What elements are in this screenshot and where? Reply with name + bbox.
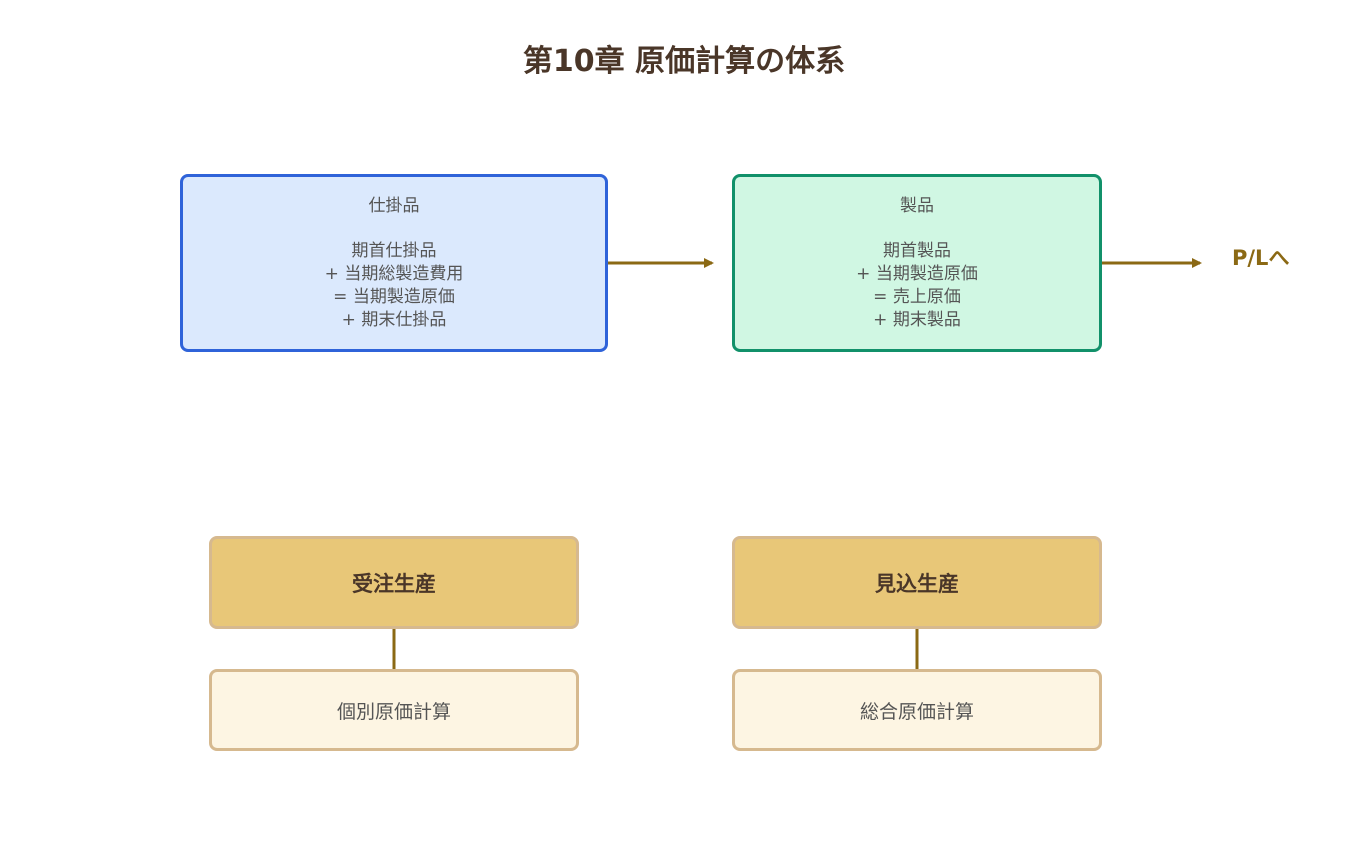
product-box: 製品 期首製品 + 当期製造原価 = 売上原価 + 期末製品 — [732, 174, 1102, 352]
wip-box-title: 仕掛品 — [368, 196, 420, 216]
wip-line: + 期末仕掛品 — [341, 310, 447, 330]
product-box-formula: 期首製品 + 当期製造原価 = 売上原価 + 期末製品 — [735, 240, 1099, 332]
wip-box: 仕掛品 期首仕掛品 + 当期総製造費用 = 当期製造原価 + 期末仕掛品 — [180, 174, 608, 352]
costing-method-box-right: 総合原価計算 — [732, 669, 1102, 751]
product-line: + 当期製造原価 — [856, 264, 978, 284]
page-title: 第10章 原価計算の体系 — [522, 44, 846, 79]
wip-box-formula: 期首仕掛品 + 当期総製造費用 = 当期製造原価 + 期末仕掛品 — [183, 240, 605, 332]
wip-line: 期首仕掛品 — [351, 241, 437, 261]
wip-line: + 当期総製造費用 — [324, 264, 464, 284]
product-line: + 期末製品 — [873, 310, 961, 330]
pl-label: P/Lへ — [1232, 246, 1290, 270]
product-line: = 売上原価 — [873, 287, 961, 307]
product-box-title: 製品 — [900, 196, 934, 216]
product-line: 期首製品 — [883, 241, 951, 261]
costing-method-box-left: 個別原価計算 — [209, 669, 579, 751]
production-type-box-right: 見込生産 — [732, 536, 1102, 629]
wip-line: = 当期製造原価 — [333, 287, 455, 307]
production-type-box-left: 受注生産 — [209, 536, 579, 629]
